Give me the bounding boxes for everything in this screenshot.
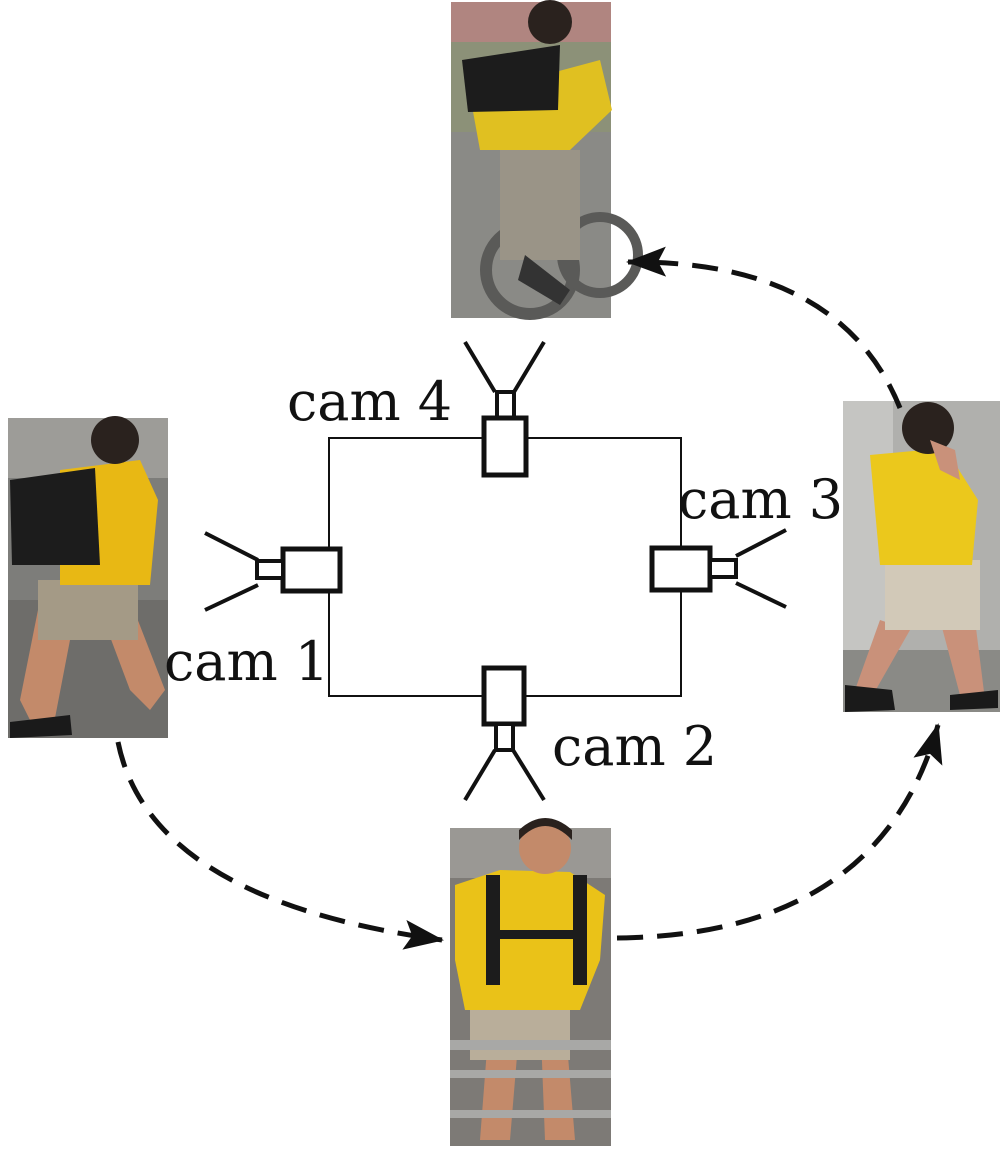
cam1-body [280,546,343,594]
person-photo-cam4 [451,0,643,320]
cam3-fov-line-top [735,528,787,558]
person-photo-cam1 [8,416,168,738]
cam1-lens [255,559,285,580]
cam4-lens [495,390,516,420]
camera-cam2 [463,665,546,802]
trajectory-arrow-cam3-to-cam4 [626,246,903,409]
cam2-fov-line-right [511,748,546,802]
cam2-fov-line-left [463,748,497,802]
camera-cam1 [204,531,343,612]
cam3-fov-line-bottom [735,581,787,609]
cam1-fov-line-top [204,531,259,562]
camera-cam4 [463,340,546,478]
cam3-lens [708,558,738,579]
cam1-fov-line-bottom [204,583,259,612]
trajectory-arrow-cam1-to-cam2 [115,741,444,950]
person-photo-cam2 [450,818,611,1146]
cam2-body [481,665,527,727]
cam3-body [649,545,713,593]
cam4-label: cam 4 [287,370,452,433]
trajectory-arrow-cam2-to-cam3 [616,723,943,941]
cam4-body [481,415,529,478]
person-photo-cam3 [843,401,1000,712]
cam1-label: cam 1 [164,630,329,693]
camera-cam3 [649,528,787,609]
cam2-label: cam 2 [552,715,717,778]
cam4-fov-line-right [512,340,546,394]
cam2-lens [494,722,515,752]
cam3-label: cam 3 [678,468,843,531]
cam4-fov-line-left [463,340,497,394]
